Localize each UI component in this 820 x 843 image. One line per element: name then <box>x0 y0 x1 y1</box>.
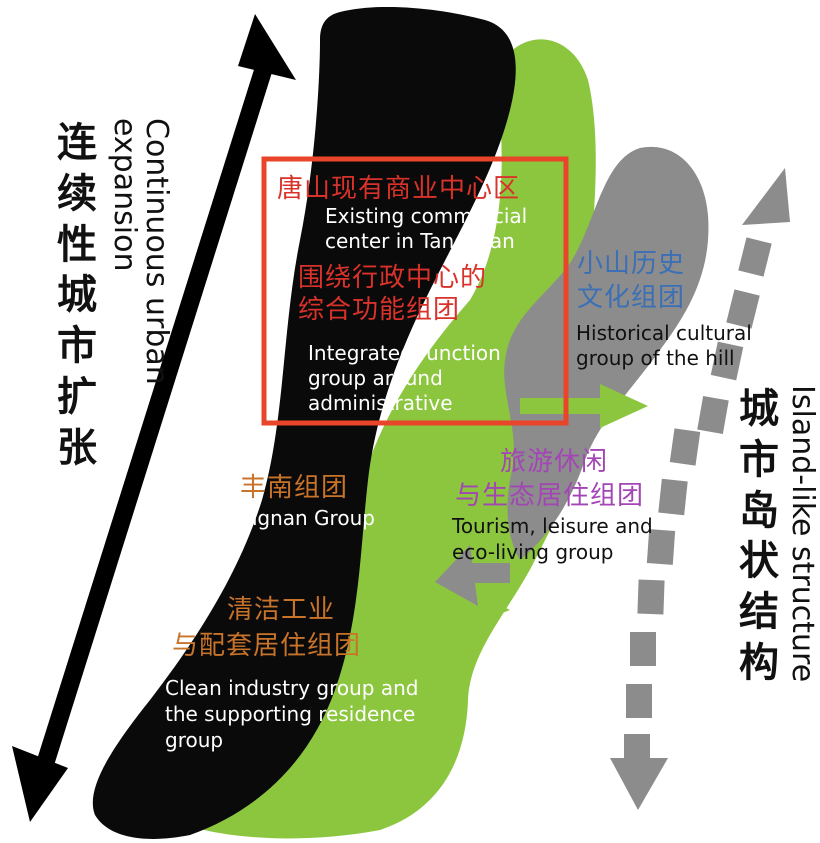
tourism-group-en-line1: Tourism, leisure and <box>452 514 653 538</box>
highlight-frame <box>261 156 569 426</box>
tourism-group-en-line2: eco-living group <box>452 540 614 564</box>
hill-group-en-line2: group of the hill <box>576 346 735 370</box>
industry-group-en-line2: the supporting residence <box>165 702 416 726</box>
admin-group-en-line3: administrative <box>308 391 453 415</box>
commercial-center-en-line1: Existing commercial <box>325 204 528 228</box>
island-structure-arrow <box>610 168 790 810</box>
continuous-expansion-arrow <box>12 14 296 822</box>
admin-group-en-line2: group around <box>308 366 443 390</box>
left-en-line2: expansion <box>107 118 143 272</box>
industry-group-en-line1: Clean industry group and <box>165 676 419 700</box>
gray-zone <box>504 146 709 560</box>
left-en-label: Continuous urban expansion <box>107 118 175 385</box>
hill-group-en-line1: Historical cultural <box>576 321 752 345</box>
admin-group-cn-line1: 围绕行政中心的 <box>298 263 488 293</box>
tourism-group-cn-line2: 与生态居住组团 <box>455 481 645 511</box>
left-cn-label: 连续性城市扩张 <box>57 120 97 471</box>
hill-group-cn-line2: 文化组团 <box>577 283 686 313</box>
tourism-group-cn-line1: 旅游休闲 <box>500 447 609 477</box>
fengnan-group-cn: 丰南组团 <box>240 473 349 503</box>
industry-group-en-line3: group <box>165 728 224 752</box>
hill-group-cn-line1: 小山历史 <box>577 249 686 279</box>
industry-group-cn-line1: 清洁工业 <box>227 595 336 625</box>
right-cn-label: 城市岛状结构 <box>739 386 779 686</box>
left-en-line1: Continuous urban <box>139 118 174 385</box>
right-en-label: Island-like structure <box>785 385 820 683</box>
gray-arrow-left <box>435 545 510 606</box>
admin-group-en-line1: Integrated function <box>308 341 501 365</box>
admin-group-cn-line2: 综合功能组团 <box>298 295 461 325</box>
commercial-center-en-line2: center in Tangshan <box>325 229 515 253</box>
commercial-center-cn: 唐山现有商业中心区 <box>277 174 521 204</box>
green-zone <box>150 39 596 839</box>
fengnan-group-en: Fengnan Group <box>222 506 375 530</box>
industry-group-cn-line2: 与配套居住组团 <box>172 631 362 661</box>
